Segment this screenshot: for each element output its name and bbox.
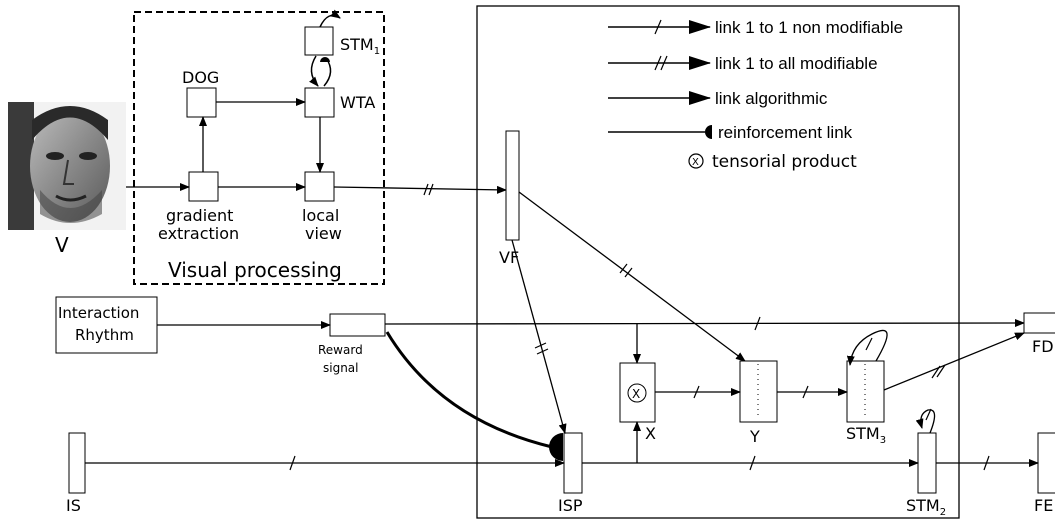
legend-label-1: link 1 to 1 non modifiable (715, 18, 903, 37)
reward-signal-node (330, 314, 385, 336)
legend-label-2: link 1 to all modifiable (715, 54, 878, 73)
local-view-node (305, 172, 334, 201)
face-image (8, 102, 126, 230)
legend-label-5: tensorial product (712, 152, 857, 172)
v-label: V (55, 233, 69, 257)
network-box (477, 6, 959, 518)
y-node (740, 361, 777, 422)
fe-label: FE (1034, 496, 1053, 515)
y-label: Y (749, 427, 760, 446)
isp-node (564, 433, 582, 493)
stm2-label: STM2 (906, 496, 946, 518)
legend-label-4: reinforcement link (718, 123, 853, 142)
tensor-symbol-text: X (632, 387, 640, 401)
dog-label: DOG (182, 68, 219, 87)
fd-node (1024, 313, 1055, 333)
stm1-label: STM1 (340, 35, 380, 57)
x-label: X (645, 424, 656, 443)
gradient-label: gradient extraction (158, 206, 239, 243)
fd-label: FD (1032, 337, 1054, 356)
reward-signal-label: Reward signal (318, 343, 367, 375)
legend-label-3: link algorithmic (715, 89, 828, 108)
dog-node (187, 88, 216, 117)
wta-node (305, 88, 334, 117)
legend-tensor-symbol: X (692, 157, 699, 168)
wta-label: WTA (340, 93, 375, 112)
stm2-node (918, 433, 936, 493)
is-node (69, 433, 85, 493)
is-label: IS (66, 496, 81, 515)
fe-node (1038, 433, 1055, 493)
legend: link 1 to 1 non modifiable link 1 to all… (608, 18, 903, 172)
gradient-extraction-node (189, 172, 218, 201)
stm3-node (847, 361, 884, 422)
local-view-label: local view (302, 206, 344, 243)
stm1-node (305, 27, 333, 55)
visual-processing-title: Visual processing (168, 258, 342, 282)
isp-label: ISP (558, 496, 583, 515)
stm3-label: STM3 (846, 424, 886, 446)
vf-node (506, 131, 519, 240)
